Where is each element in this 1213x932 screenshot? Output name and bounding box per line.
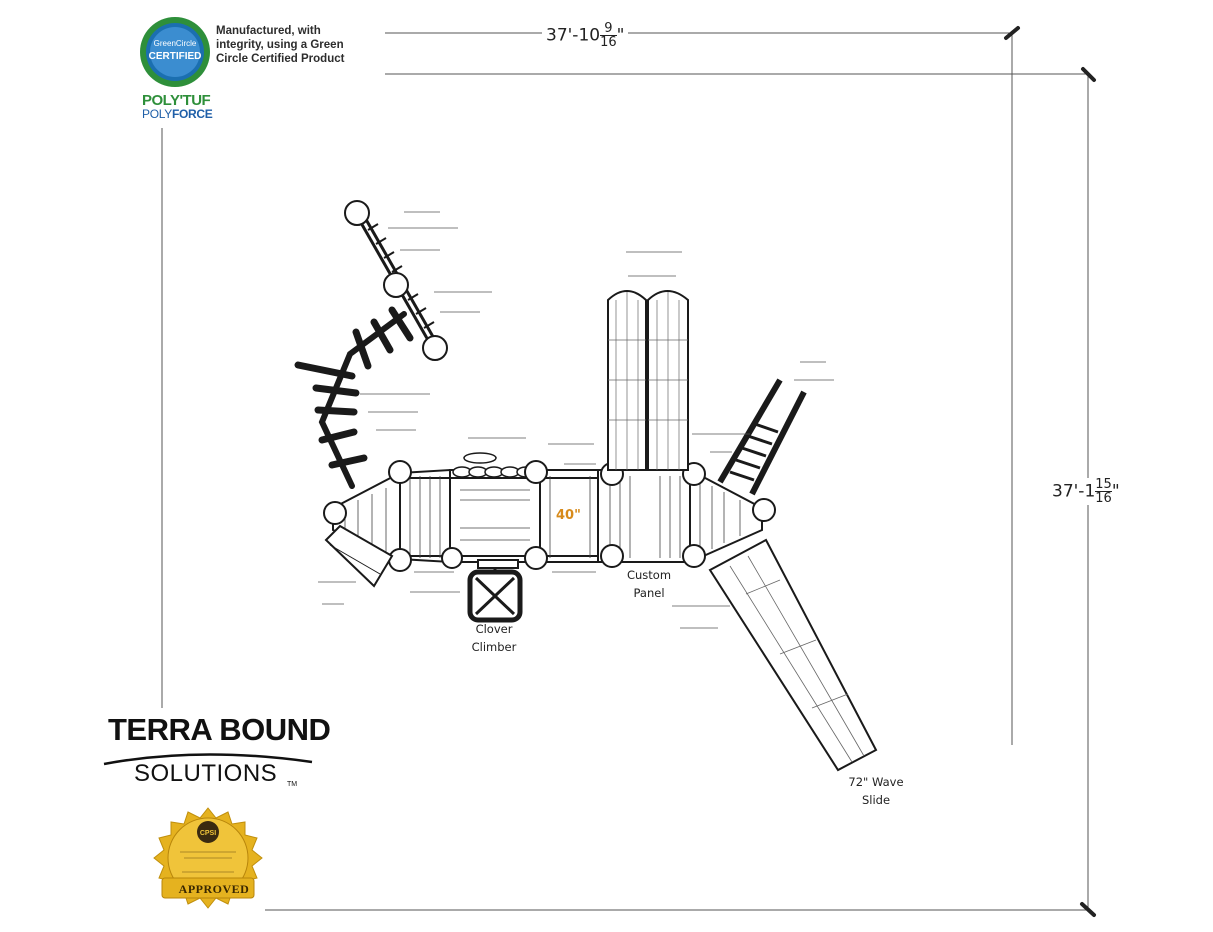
- badge-line2: CERTIFIED: [149, 51, 202, 62]
- tube-slide: [607, 290, 689, 471]
- panel-height-label: 40": [556, 508, 581, 523]
- tube-slide-lines: [608, 292, 688, 470]
- terrabound-swoosh: [103, 753, 313, 766]
- width-main: 37'-10: [546, 25, 601, 46]
- depth-fraction-den: 16: [1095, 491, 1112, 506]
- cpsi-approved-seal-icon: CPSI: [153, 807, 263, 909]
- greencircle-badge-icon: GreenCircle CERTIFIED: [140, 17, 210, 87]
- polyforce-logo: POLYFORCE: [142, 107, 213, 121]
- wave-slide-lines: [729, 555, 865, 763]
- wave-slide-line1: 72" Wave: [848, 775, 904, 789]
- width-fraction-den: 16: [600, 35, 617, 50]
- horizontal-ladder: [294, 306, 414, 489]
- wave-slide: [708, 538, 878, 772]
- clover-climber-label: Clover Climber: [466, 620, 522, 656]
- company-logo-line1: TERRA BOUND: [108, 712, 331, 747]
- depth-fraction-num: 15: [1095, 477, 1112, 492]
- custom-panel-line2: Panel: [633, 586, 665, 600]
- company-logo-line2: SOLUTIONS: [134, 760, 278, 787]
- wave-slide-line2: Slide: [861, 793, 891, 807]
- badge-line1: GreenCircle: [154, 39, 197, 48]
- depth-main: 37'-1: [1052, 481, 1096, 502]
- custom-panel-line1: Custom: [626, 568, 672, 582]
- width-fraction-num: 9: [600, 22, 617, 36]
- approved-label: APPROVED: [178, 882, 250, 896]
- greencircle-message: Manufactured, with integrity, using a Gr…: [216, 25, 345, 65]
- step-entry: [324, 524, 394, 588]
- deck-planks: [344, 476, 741, 558]
- ladder-climber: [717, 378, 807, 496]
- ladder-posts: [344, 200, 448, 361]
- callout-scribbles: [318, 211, 834, 629]
- clover-line2: Climber: [471, 640, 517, 654]
- polyforce-suffix: FORCE: [171, 107, 213, 121]
- dimension-ticks: [1004, 26, 1096, 917]
- trademark-mark: TM: [287, 781, 298, 788]
- bridge-rail: [452, 452, 536, 478]
- custom-panel-label: Custom Panel: [624, 566, 674, 602]
- cpsi-seal-text: CPSI: [200, 830, 216, 837]
- depth-unit: ": [1111, 481, 1120, 502]
- clover-climber: [467, 559, 523, 623]
- polytuf-logo: POLY'TUF: [142, 92, 211, 109]
- clover-line1: Clover: [475, 622, 513, 636]
- dimension-lines: [161, 32, 1089, 911]
- width-unit: ": [616, 25, 625, 46]
- wave-slide-label: 72" Wave Slide: [836, 773, 916, 809]
- polyforce-prefix: POLY: [142, 107, 172, 121]
